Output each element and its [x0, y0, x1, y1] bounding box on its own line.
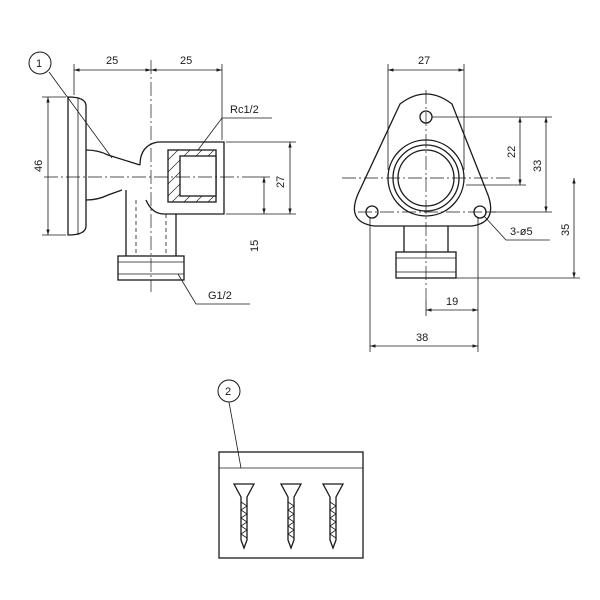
dim-text-25-left: 25	[106, 55, 118, 67]
callout-1-number: 1	[36, 58, 42, 70]
neck-upper	[85, 149, 141, 166]
screw-2	[279, 483, 303, 550]
screw-bag-outline	[218, 451, 364, 559]
dim-text-25-right: 25	[180, 55, 192, 67]
screw-1	[232, 483, 256, 550]
flange-side-profile	[67, 96, 87, 236]
callout-2-bubble	[217, 379, 241, 403]
dim-text-33: 33	[532, 160, 544, 172]
leader-holes	[483, 215, 550, 241]
neck-lower	[85, 189, 123, 201]
label-rc12: Rc1/2	[230, 104, 259, 116]
section-hatch	[167, 149, 215, 203]
label-g12: G1/2	[208, 290, 232, 302]
callout-1-bubble	[28, 51, 52, 75]
dim-text-27-front: 27	[418, 55, 430, 67]
dim-text-15: 15	[249, 240, 261, 252]
dim-text-35: 35	[560, 224, 572, 236]
callout-1-leader	[48, 71, 113, 159]
dim-text-22: 22	[506, 146, 518, 158]
leader-rc12	[197, 117, 272, 151]
front-leg	[403, 226, 449, 252]
leg-walls	[125, 190, 177, 256]
leader-g12	[177, 273, 250, 305]
front-view: 27 22 33 35 19 38 3-ø5	[342, 55, 580, 352]
dim-text-27: 27	[275, 176, 287, 188]
flange-front-outline	[353, 93, 492, 227]
screw-pack: 2	[217, 379, 364, 559]
dim-text-38: 38	[416, 332, 428, 344]
dim-text-46: 46	[33, 160, 45, 172]
elbow-body	[139, 141, 225, 215]
dim-text-19: 19	[446, 296, 458, 308]
female-port-bore	[179, 155, 217, 197]
callout-2-number: 2	[225, 386, 231, 398]
label-holes: 3-ø5	[510, 226, 533, 238]
side-view: 25 25 46 27 15 Rc1/2 G1/2 1	[28, 51, 296, 305]
screw-3	[321, 483, 345, 550]
callout-2-leader	[228, 401, 242, 469]
